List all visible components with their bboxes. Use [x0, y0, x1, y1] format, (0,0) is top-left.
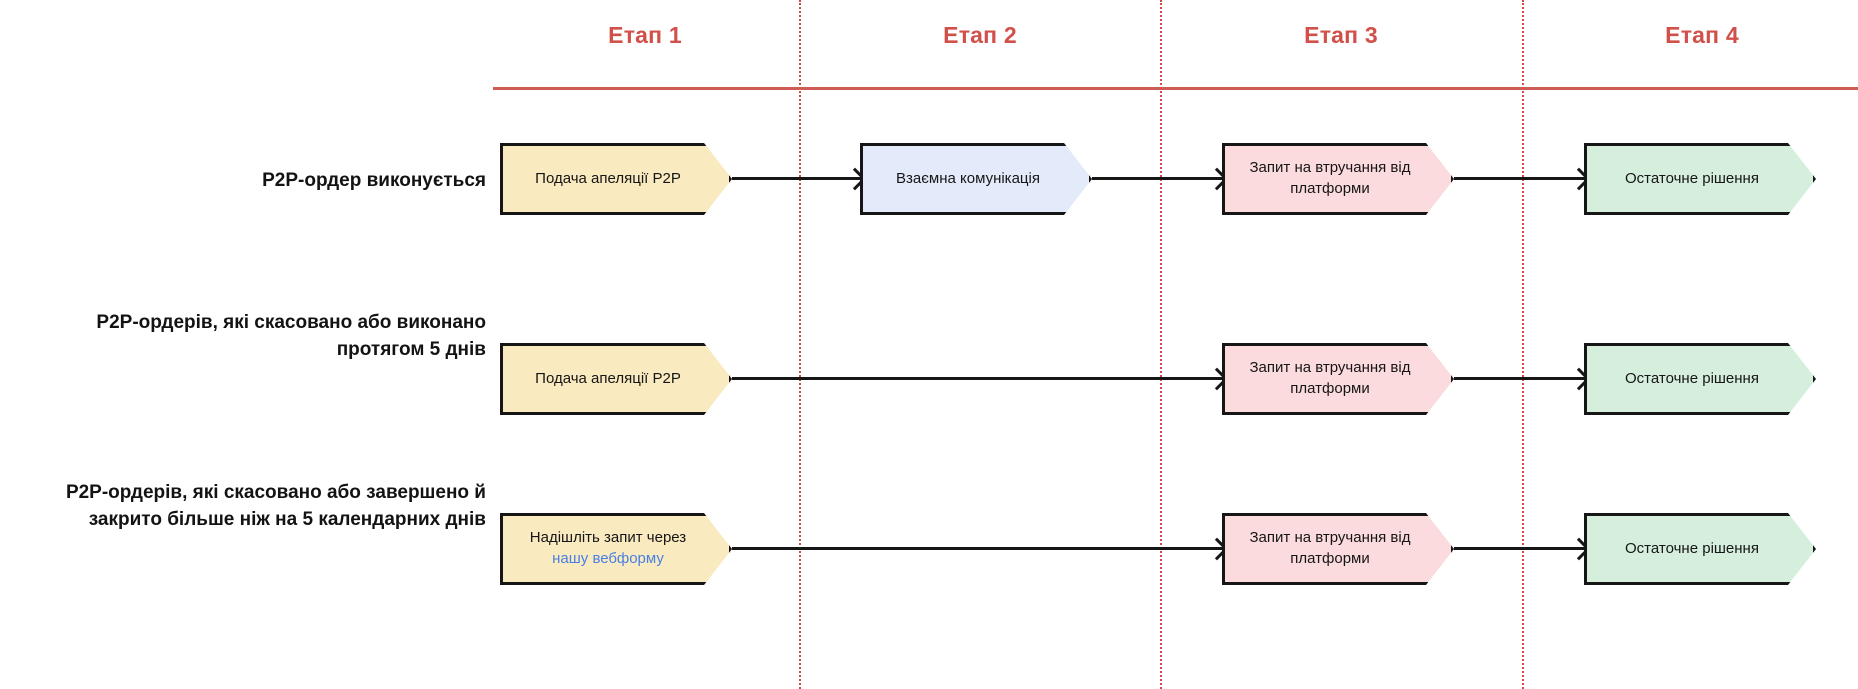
- connector-arrow-r3-2: [1454, 547, 1586, 550]
- flow-node-r3-stage1[interactable]: Надішліть запит через нашу вебформу: [500, 513, 732, 585]
- flow-node-label: Надішліть запит через: [529, 529, 687, 547]
- stage-title-1: Етап 1: [608, 22, 682, 48]
- connector-arrow-r1-2: [1092, 177, 1224, 180]
- flow-node-r1-stage3: Запит на втручання від платформи: [1222, 143, 1454, 215]
- flow-node-label: Остаточне рішення: [1625, 369, 1759, 387]
- connector-arrow-r1-1: [732, 177, 862, 180]
- row-label-2: P2P-ордерів, які скасовано або виконано …: [96, 312, 486, 360]
- flow-node-label: Запит на втручання від платформи: [1249, 529, 1411, 567]
- webform-link[interactable]: нашу вебформу: [552, 550, 664, 567]
- flow-node-r1-stage1: Подача апеляції P2P: [500, 143, 732, 215]
- stage-title-4: Етап 4: [1665, 22, 1739, 48]
- row-label-3: P2P-ордерів, які скасовано або завершено…: [65, 482, 486, 530]
- flow-node-r2-stage4: Остаточне рішення: [1584, 343, 1816, 415]
- flow-node-label: Остаточне рішення: [1625, 539, 1759, 557]
- connector-arrow-r3-1: [732, 547, 1224, 550]
- stage-divider-1: [799, 0, 801, 689]
- flow-node-r3-stage3: Запит на втручання від платформи: [1222, 513, 1454, 585]
- connector-arrow-r2-2: [1454, 377, 1586, 380]
- flow-node-r2-stage3: Запит на втручання від платформи: [1222, 343, 1454, 415]
- flow-node-r2-stage1: Подача апеляції P2P: [500, 343, 732, 415]
- connector-arrow-r2-1: [732, 377, 1224, 380]
- flow-node-label: Запит на втручання від платформи: [1249, 359, 1411, 397]
- flow-node-r1-stage4: Остаточне рішення: [1584, 143, 1816, 215]
- flow-node-r1-stage2: Взаємна комунікація: [860, 143, 1092, 215]
- stage-title-3: Етап 3: [1304, 22, 1378, 48]
- connector-arrow-r1-3: [1454, 177, 1586, 180]
- stage-title-2: Етап 2: [943, 22, 1017, 48]
- stage-divider-2: [1160, 0, 1162, 689]
- flow-node-label: Остаточне рішення: [1625, 169, 1759, 187]
- flow-node-r3-stage4: Остаточне рішення: [1584, 513, 1816, 585]
- flow-node-label: Взаємна комунікація: [896, 169, 1040, 187]
- flow-node-label: Подача апеляції P2P: [535, 169, 681, 187]
- flow-node-label: Запит на втручання від платформи: [1249, 159, 1411, 197]
- stage-header-rule: [493, 87, 1858, 90]
- flow-node-label: Подача апеляції P2P: [535, 369, 681, 387]
- stage-divider-3: [1522, 0, 1524, 689]
- row-label-1: P2P-ордер виконується: [262, 170, 486, 191]
